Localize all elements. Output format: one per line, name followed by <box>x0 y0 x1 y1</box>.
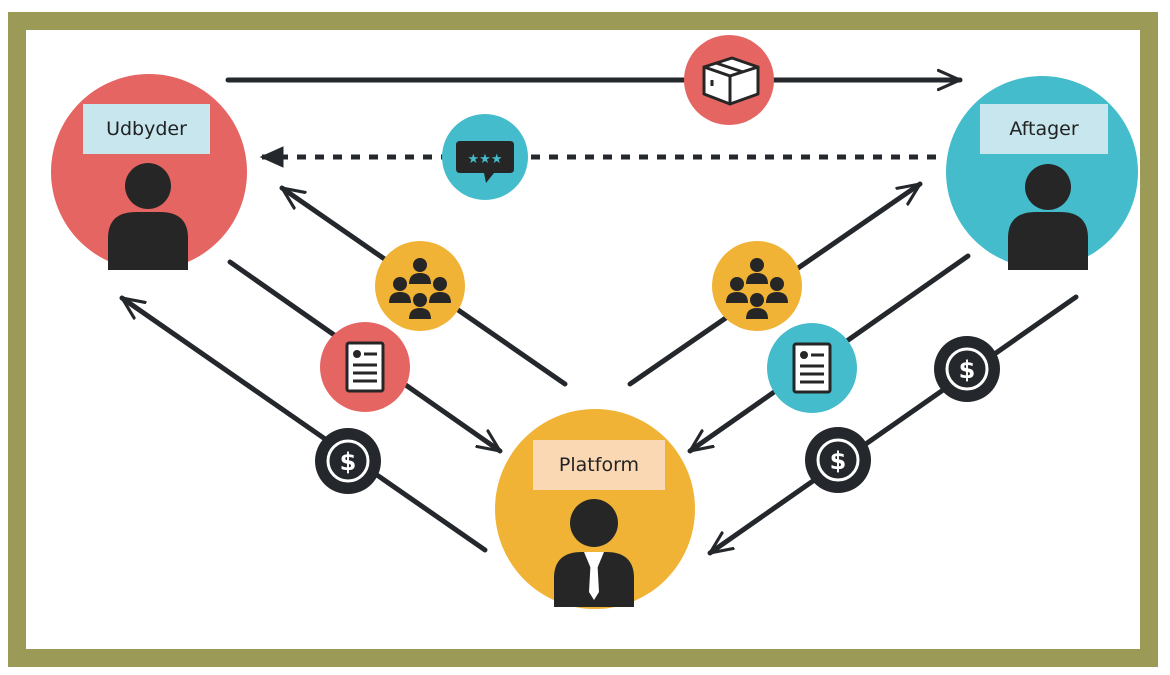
provider-label: Udbyder <box>83 104 210 154</box>
package-icon <box>702 56 760 106</box>
svg-text:$: $ <box>340 448 357 476</box>
dollar-icon: $ <box>816 438 860 482</box>
platform-businessman-icon <box>554 499 634 607</box>
package-badge <box>684 35 774 125</box>
network-group-icon <box>726 258 788 319</box>
svg-text:$: $ <box>959 356 976 384</box>
network-group-icon <box>389 258 451 319</box>
arrow-consumer-to-platform-payment <box>707 294 1079 556</box>
rating-badge: ★★★ <box>442 114 528 200</box>
payment-badge-right-lower: $ <box>805 427 871 493</box>
document-icon <box>792 342 832 394</box>
document-icon <box>345 341 385 393</box>
provider-person-icon <box>108 163 188 270</box>
platform-node <box>495 409 695 609</box>
network-badge-left <box>375 241 465 331</box>
network-badge-right <box>712 241 802 331</box>
svg-text:★★★: ★★★ <box>468 152 503 167</box>
consumer-person-icon <box>1008 164 1088 270</box>
payment-badge-left: $ <box>315 428 381 494</box>
rating-chat-icon: ★★★ <box>456 141 514 183</box>
consumer-label: Aftager <box>980 104 1108 154</box>
document-badge-left <box>320 322 410 412</box>
dollar-icon: $ <box>945 347 989 391</box>
payment-badge-right-upper: $ <box>934 336 1000 402</box>
dollar-icon: $ <box>326 439 370 483</box>
svg-text:$: $ <box>830 447 847 475</box>
arrow-platform-to-provider-payment <box>119 295 488 553</box>
document-badge-right <box>767 323 857 413</box>
platform-label: Platform <box>533 440 665 490</box>
